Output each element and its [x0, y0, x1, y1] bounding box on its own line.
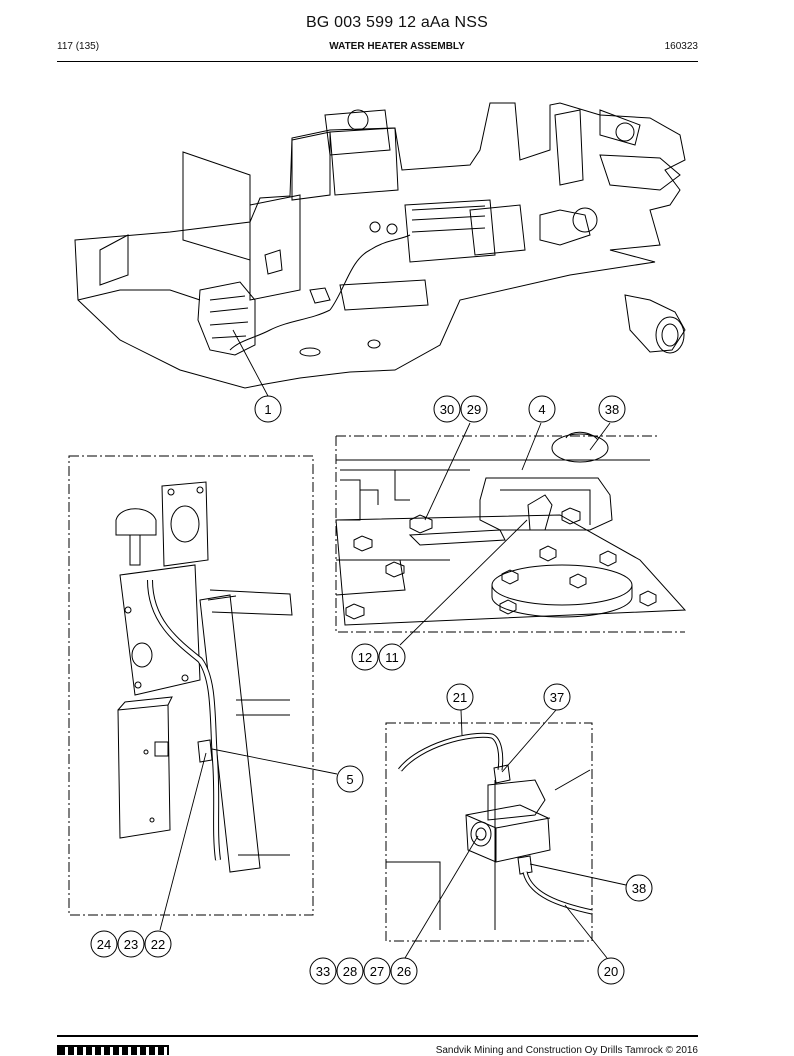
callout-label: 33	[316, 964, 330, 979]
detail-left-illustration	[68, 455, 314, 916]
callout-label: 23	[124, 937, 138, 952]
callout-26	[390, 957, 418, 985]
overview-illustration	[74, 102, 686, 389]
callout-label: 30	[440, 402, 454, 417]
callout-label: 28	[343, 964, 357, 979]
callout-label: 5	[346, 772, 353, 787]
callout-5	[336, 765, 364, 793]
callout-label: 12	[358, 650, 372, 665]
callout-11	[378, 643, 406, 671]
callout-21	[446, 683, 474, 711]
header-rule	[57, 61, 698, 62]
callout-label: 4	[538, 402, 545, 417]
date-code: 160323	[664, 41, 698, 52]
callout-29	[460, 395, 488, 423]
callout-balloons	[90, 395, 653, 985]
callout-20	[597, 957, 625, 985]
callout-label: 29	[467, 402, 481, 417]
callout-38-bottom	[625, 874, 653, 902]
callout-4	[528, 395, 556, 423]
page-number: 117 (135)	[57, 41, 100, 52]
detail-bottom-right-illustration	[385, 722, 593, 942]
callout-label: 1	[264, 402, 271, 417]
section-title: WATER HEATER ASSEMBLY	[329, 41, 465, 52]
callout-37	[543, 683, 571, 711]
callout-1	[254, 395, 282, 423]
callout-28	[336, 957, 364, 985]
callout-label: 38	[632, 881, 646, 896]
callout-27	[363, 957, 391, 985]
sandvik-logo	[57, 1045, 169, 1055]
callout-label: 20	[604, 964, 618, 979]
callout-33	[309, 957, 337, 985]
callout-label: 24	[97, 937, 111, 952]
callout-label: 11	[385, 650, 399, 665]
leader-lines	[159, 329, 627, 959]
footer-copyright: Sandvik Mining and Construction Oy Drill…	[435, 1045, 698, 1056]
callout-label: 38	[605, 402, 619, 417]
callout-label: 26	[397, 964, 411, 979]
detail-right-illustration	[335, 431, 687, 633]
callout-22	[144, 930, 172, 958]
callout-12	[351, 643, 379, 671]
callout-label: 22	[151, 937, 165, 952]
callout-30	[433, 395, 461, 423]
callout-24	[90, 930, 118, 958]
callout-labels: 1 30 29 4 38 12 11 5 21 37 38 24 23 22 3…	[97, 402, 646, 979]
callout-label: 37	[550, 690, 564, 705]
callout-23	[117, 930, 145, 958]
footer-rule	[57, 1035, 698, 1037]
callout-label: 21	[453, 690, 467, 705]
document-number: BG 003 599 12 aAa NSS	[305, 14, 489, 31]
callout-label: 27	[370, 964, 384, 979]
callout-38-top	[598, 395, 626, 423]
